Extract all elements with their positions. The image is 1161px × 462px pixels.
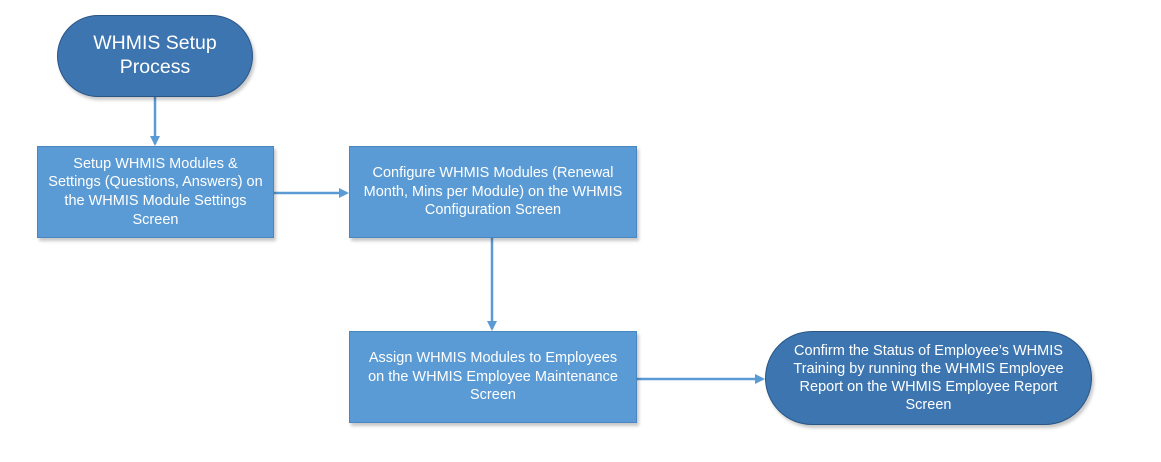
step-label: Setup WHMIS Modules & Settings (Question… xyxy=(48,155,263,228)
process-step-module-settings: Setup WHMIS Modules & Settings (Question… xyxy=(37,146,274,238)
start-label: WHMIS Setup Process xyxy=(93,32,217,78)
step-label: Configure WHMIS Modules (Renewal Month, … xyxy=(363,165,623,219)
end-terminator: Confirm the Status of Employee’s WHMIS T… xyxy=(765,331,1092,425)
step-label: Assign WHMIS Modules to Employees on the… xyxy=(368,350,618,404)
process-step-configuration: Configure WHMIS Modules (Renewal Month, … xyxy=(349,146,637,238)
start-terminator: WHMIS Setup Process xyxy=(57,15,253,97)
end-label: Confirm the Status of Employee’s WHMIS T… xyxy=(793,342,1064,414)
process-step-employee-maintenance: Assign WHMIS Modules to Employees on the… xyxy=(349,331,637,423)
